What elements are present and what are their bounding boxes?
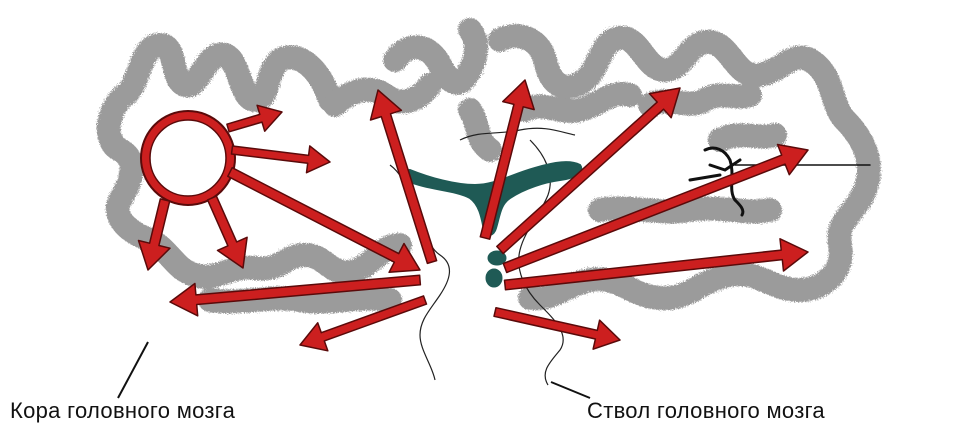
cortex-leader-line: [118, 342, 148, 398]
projection-arrow: [208, 196, 248, 268]
brainstem-leader-line: [551, 382, 590, 398]
brainstem-label: Ствол головного мозга: [587, 398, 825, 424]
projection-arrow: [232, 146, 331, 173]
cortex-label: Кора головного мозга: [10, 398, 235, 424]
projection-arrow: [494, 308, 620, 350]
cortical-source-circle: [141, 111, 235, 205]
